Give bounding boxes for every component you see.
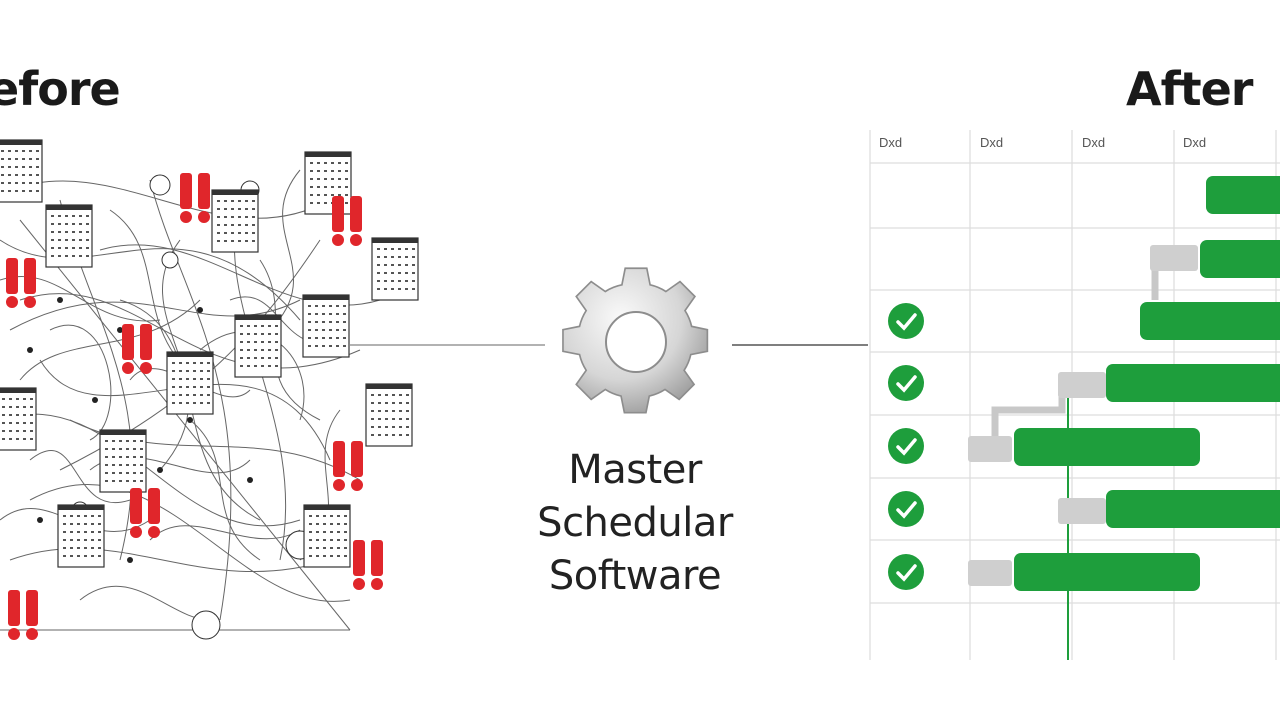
tangled-schedule-cluster — [0, 139, 545, 640]
gantt-column-header: Dxd — [879, 135, 903, 150]
gantt-bars — [1014, 176, 1280, 591]
schedule-sheet — [303, 504, 351, 568]
tangle-nodes — [71, 174, 315, 640]
check-icon — [888, 365, 924, 401]
gantt-bar — [1014, 553, 1200, 591]
alert-icon — [353, 540, 383, 590]
dependency-blocks — [968, 245, 1198, 586]
core-label-line: Software — [548, 553, 722, 599]
gantt-bar — [1014, 428, 1200, 466]
schedule-sheet — [45, 204, 93, 268]
gantt-bar — [1106, 364, 1280, 402]
core-label-line: Master — [568, 447, 702, 493]
core-label: Master Schedular Software — [500, 444, 770, 603]
schedule-sheet — [211, 189, 259, 253]
gantt-bar — [1140, 302, 1280, 340]
alert-icon — [122, 324, 152, 374]
schedule-sheet — [99, 429, 147, 493]
schedule-sheet — [371, 237, 419, 301]
alert-icon — [333, 441, 363, 491]
gantt-bar — [1106, 490, 1280, 528]
check-icon — [888, 303, 924, 339]
schedule-sheet — [304, 151, 352, 215]
schedule-sheet — [57, 504, 105, 568]
gantt-bar — [1206, 176, 1280, 214]
schedule-sheet — [0, 387, 37, 451]
check-icon — [888, 554, 924, 590]
schedule-sheet — [166, 351, 214, 415]
gantt-column-header: Dxd — [1183, 135, 1207, 150]
gear-icon — [562, 267, 709, 414]
alert-icon — [130, 488, 160, 538]
gantt-chart — [869, 130, 1280, 660]
alert-icon — [180, 173, 210, 223]
done-markers — [888, 303, 924, 590]
check-icon — [888, 491, 924, 527]
schedule-sheet — [234, 314, 282, 378]
before-title: efore — [0, 62, 121, 116]
after-title: After — [1126, 62, 1253, 116]
check-icon — [888, 428, 924, 464]
gantt-bar — [1200, 240, 1280, 278]
schedule-sheet — [365, 383, 413, 447]
alert-icon — [8, 590, 38, 640]
gantt-column-header: Dxd — [980, 135, 1004, 150]
gantt-column-header: Dxd — [1082, 135, 1106, 150]
schedule-sheet — [0, 139, 43, 203]
core-label-line: Schedular — [537, 500, 733, 546]
schedule-sheet — [302, 294, 350, 358]
alert-icon — [6, 258, 36, 308]
